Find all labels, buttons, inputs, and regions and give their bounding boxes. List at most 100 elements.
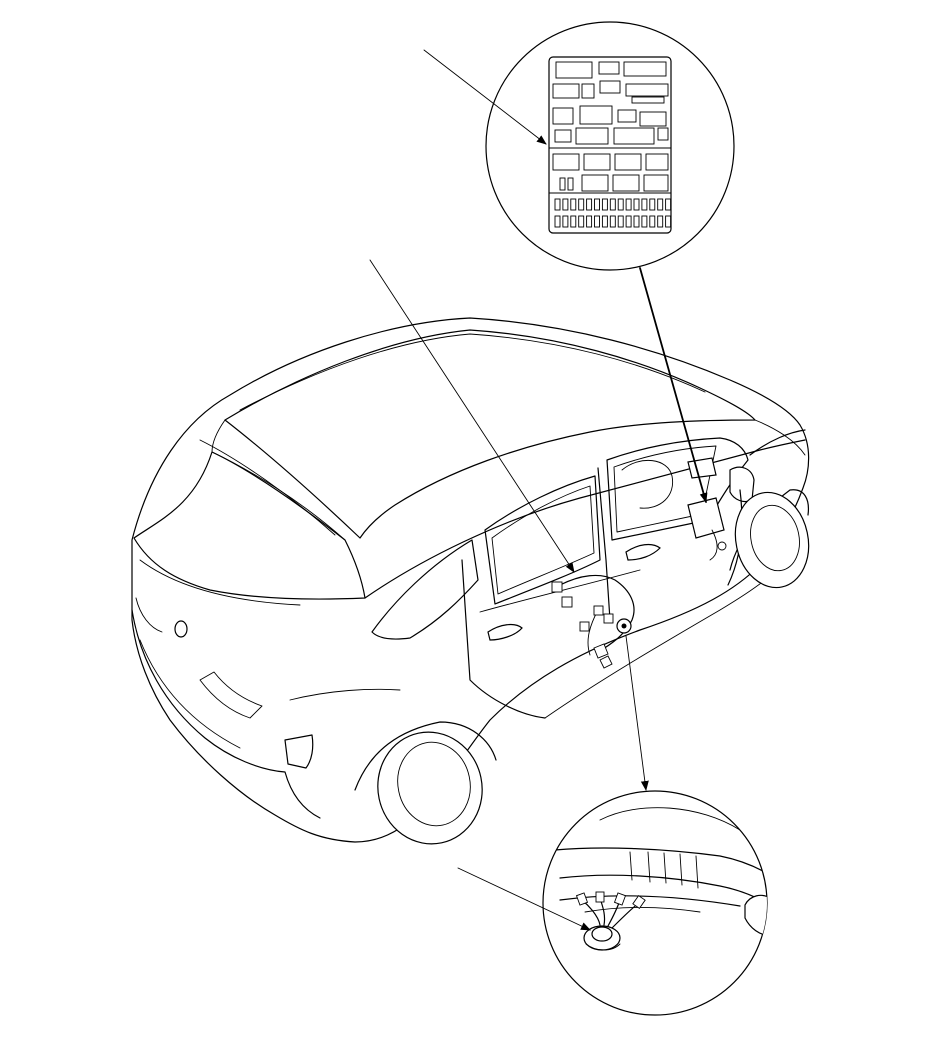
interior-mirror — [687, 457, 717, 479]
terminal-2 — [595, 891, 605, 903]
mini-fuse — [609, 198, 616, 211]
rear-lamp-right — [284, 734, 314, 769]
mini-fuse — [633, 198, 640, 211]
front-rim — [750, 504, 800, 572]
leader-lines — [369, 49, 708, 931]
mini-fuse — [594, 215, 600, 228]
connector-b — [561, 596, 573, 608]
door-sill-edge — [559, 874, 767, 906]
mini-fuse — [601, 198, 608, 211]
rear-license-area — [199, 671, 263, 719]
relay-9 — [552, 107, 574, 125]
steering-wheel — [621, 459, 674, 509]
relay-8 — [631, 96, 665, 104]
rear-emblem — [174, 620, 188, 638]
relay-10 — [579, 105, 613, 125]
mini-fuse — [594, 198, 600, 211]
fuse-box-detail-link — [639, 267, 708, 503]
fuse-box-location — [687, 497, 725, 539]
ground-detail-contents — [554, 807, 767, 951]
front-door-window — [606, 437, 749, 541]
fuse-box-wire — [709, 529, 718, 561]
relay-13 — [554, 129, 572, 143]
relay-15 — [613, 127, 655, 145]
maxi-fuse-7 — [643, 174, 669, 192]
fuse-box-connector — [717, 541, 727, 551]
small-fuse-b — [567, 177, 574, 191]
fuse-box-detail-view — [485, 21, 735, 271]
mini-fuse-row-2 — [554, 215, 672, 228]
mini-fuse — [554, 215, 561, 228]
mini-fuse — [554, 198, 561, 211]
connector-d — [603, 613, 614, 624]
rear-wheel-arch — [354, 721, 497, 791]
mini-fuse — [562, 198, 569, 211]
terminal-3 — [613, 892, 627, 906]
vehicle-illustration — [131, 317, 810, 845]
rear-tire — [377, 731, 483, 845]
mini-fuse — [586, 198, 593, 211]
windshield-line — [754, 419, 806, 456]
relay-7 — [625, 83, 669, 97]
front-wheel — [729, 489, 810, 589]
maxi-fuse-6 — [612, 174, 640, 192]
mini-fuse — [578, 198, 585, 211]
rear-door-window-inner — [491, 485, 595, 595]
mini-fuse — [609, 215, 616, 228]
connector-c — [593, 605, 604, 616]
relay-2 — [598, 61, 620, 75]
mini-fuse — [657, 198, 664, 211]
sill-rib-5 — [695, 855, 699, 889]
mini-fuse — [649, 198, 656, 211]
connector-a — [551, 581, 563, 593]
side-character-line — [289, 688, 401, 701]
mini-fuse — [617, 198, 624, 211]
connector-e — [579, 621, 590, 632]
mini-fuse — [586, 215, 593, 228]
mini-fuse-row-1 — [554, 198, 672, 211]
roof-rail-line — [239, 333, 706, 411]
relay-16 — [657, 127, 669, 141]
sill-rib-4 — [679, 853, 683, 886]
mini-fuse — [601, 215, 608, 228]
mini-fuse — [633, 215, 640, 228]
maxi-fuse-4 — [645, 153, 669, 171]
relay-3 — [623, 61, 667, 77]
relay-4 — [552, 83, 580, 99]
mini-fuse — [641, 215, 648, 228]
vehicle-roof — [224, 329, 756, 539]
rear-hatch — [133, 451, 366, 600]
maxi-fuse-3 — [614, 153, 642, 171]
mini-fuse — [665, 215, 672, 228]
rear-door-seam — [461, 559, 546, 719]
mini-fuse — [641, 198, 648, 211]
ground-callout-leader — [457, 867, 591, 931]
vehicle-body-outline — [131, 317, 810, 843]
sill-rib-3 — [663, 852, 667, 884]
terminal-1 — [575, 892, 589, 906]
relay-6 — [599, 80, 621, 94]
connector-g — [599, 655, 613, 669]
mini-fuse — [578, 215, 585, 228]
small-fuse-a — [559, 177, 566, 191]
rear-quarter-window — [371, 539, 479, 640]
door-wiring-harness — [551, 574, 635, 669]
harness-callout-leader — [369, 259, 575, 573]
relay-5 — [581, 83, 595, 99]
side-mirror — [729, 466, 755, 503]
mini-fuse — [617, 215, 624, 228]
center-pillar — [597, 467, 611, 621]
rear-door-handle — [487, 623, 523, 641]
rear-door-window — [484, 475, 601, 605]
maxi-fuse-row — [552, 153, 669, 192]
relay-11 — [617, 109, 637, 123]
ground-bolt-shadow — [585, 943, 621, 951]
relay-14 — [575, 127, 609, 145]
mini-fuse — [625, 198, 632, 211]
fuse-box-callout-leader — [423, 49, 547, 145]
mini-fuse — [562, 215, 569, 228]
sill-rib-2 — [647, 851, 651, 883]
maxi-fuse-2 — [583, 153, 611, 171]
sill-rib-1 — [629, 851, 633, 881]
